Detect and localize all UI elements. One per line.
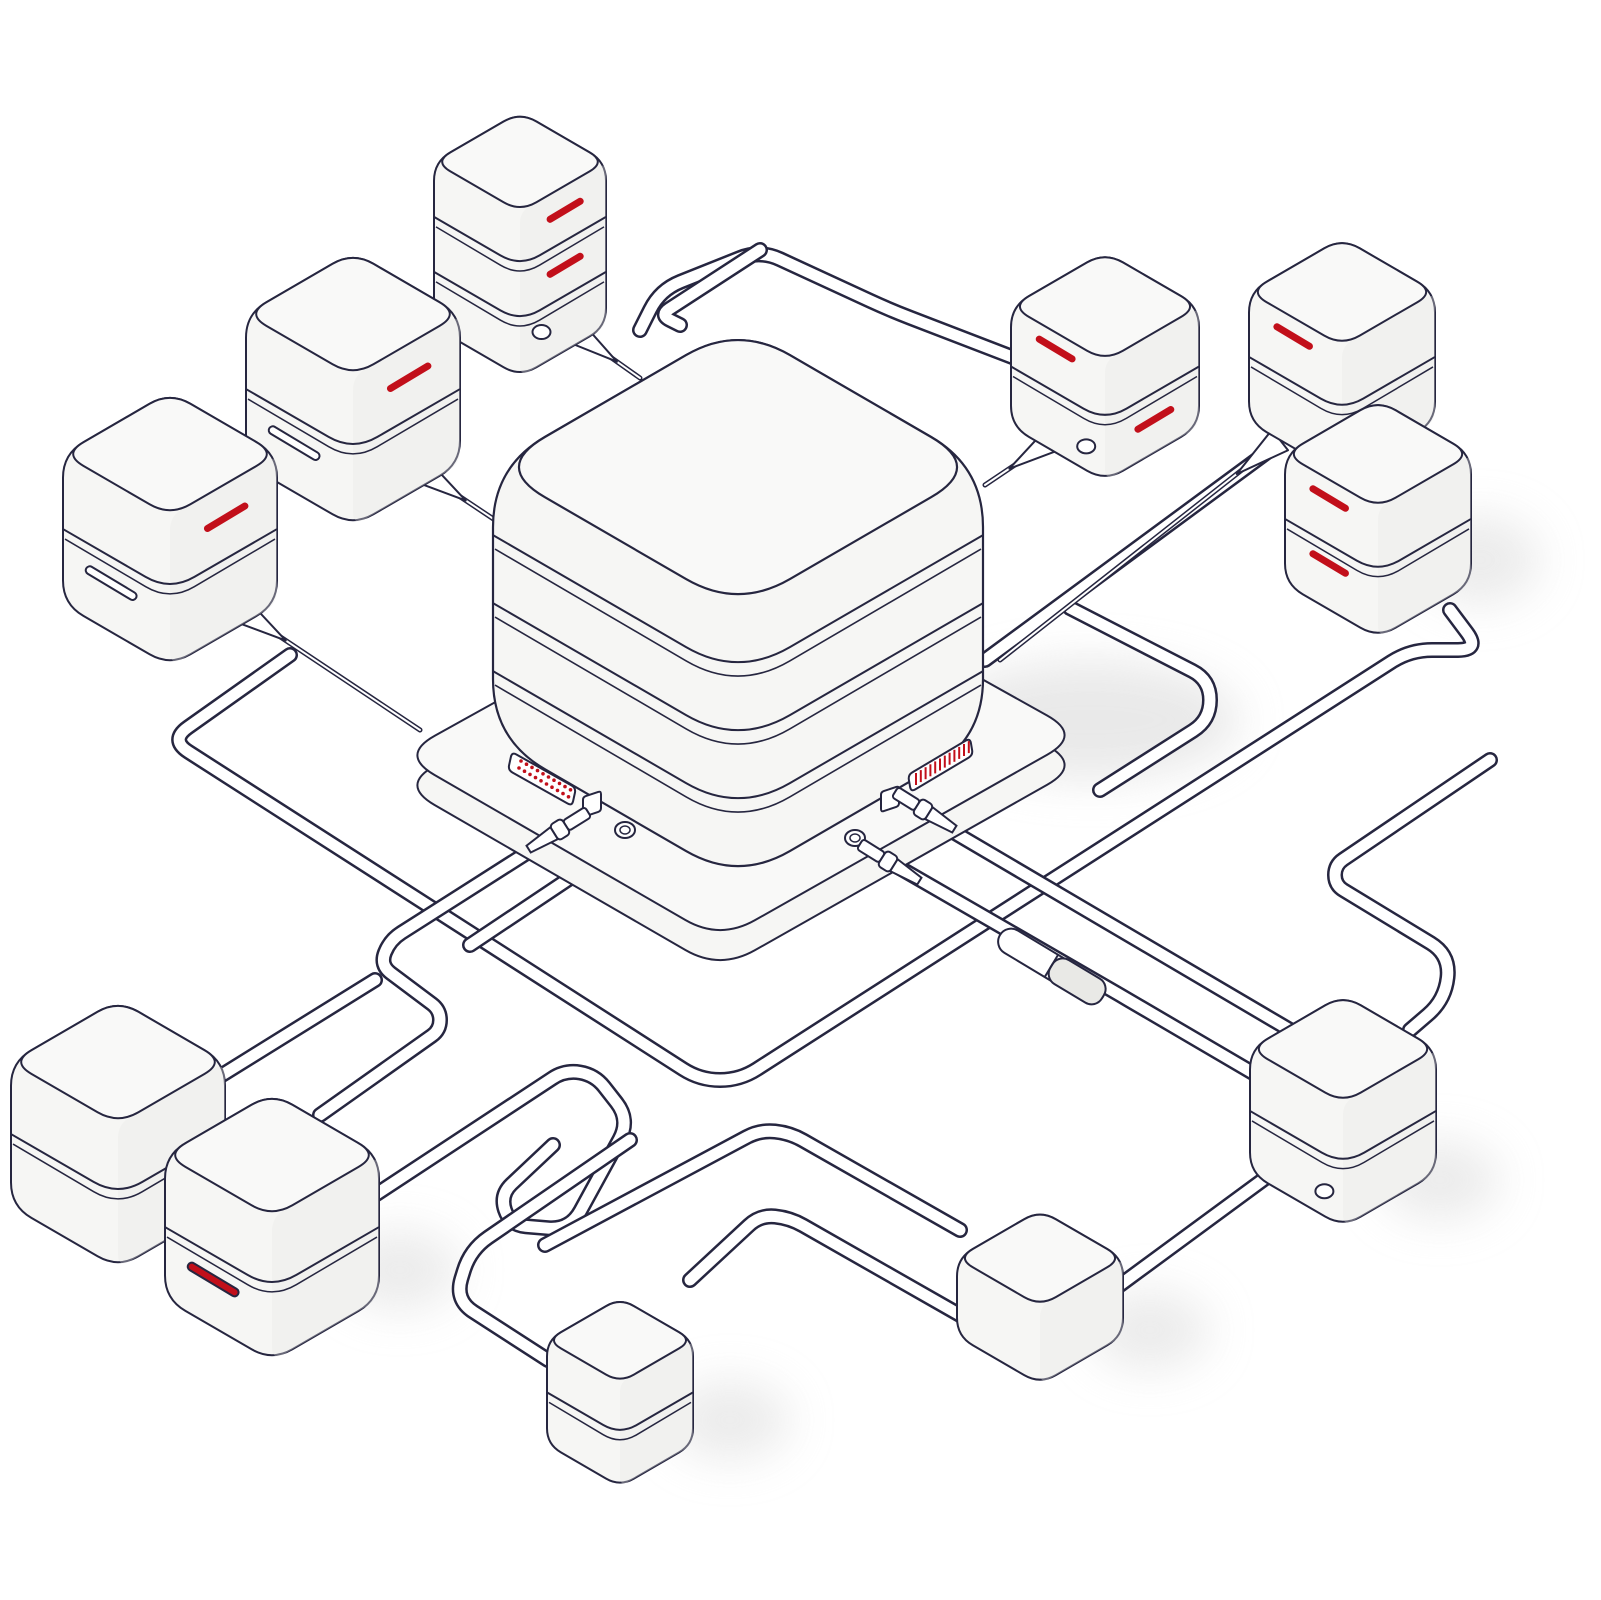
node-bottom-left-a bbox=[10, 1004, 226, 1264]
status-indicator bbox=[1035, 335, 1076, 363]
node-top-right-a bbox=[1010, 256, 1200, 477]
central-server bbox=[416, 339, 1066, 961]
cable-loop-main bbox=[171, 602, 1480, 1088]
vent-port bbox=[907, 738, 974, 792]
cable-bottom-center bbox=[537, 1123, 968, 1253]
node-top-left-a bbox=[433, 115, 607, 374]
port-icon bbox=[1076, 438, 1097, 455]
plug-left bbox=[525, 807, 592, 854]
cable-bottom-right-link bbox=[1112, 1152, 1298, 1293]
central-server-connectors bbox=[507, 738, 1107, 1006]
round-port-right bbox=[844, 829, 866, 847]
node-top-left-b bbox=[245, 256, 461, 522]
cable-bottom-left-hook bbox=[451, 1132, 638, 1368]
server-top bbox=[518, 339, 958, 596]
cable-front-right-2 bbox=[942, 822, 1298, 1038]
cable-adapter bbox=[997, 927, 1107, 1006]
node-bottom-mid bbox=[956, 1213, 1124, 1381]
node-left bbox=[62, 396, 278, 662]
cable-upper-arch-2 bbox=[656, 242, 768, 333]
status-indicator bbox=[546, 252, 584, 278]
cable-right-hook bbox=[1327, 752, 1498, 1038]
node-bottom-right bbox=[1249, 999, 1437, 1223]
status-indicator bbox=[386, 362, 432, 392]
node-bottom-center bbox=[546, 1301, 694, 1484]
status-indicator bbox=[1309, 485, 1349, 512]
cable-front-right bbox=[852, 837, 1273, 1088]
server-nodes bbox=[10, 115, 1472, 1484]
cable-right-loop bbox=[1062, 600, 1218, 798]
cable-bottom-s bbox=[367, 1063, 632, 1237]
node-right bbox=[1284, 404, 1472, 634]
port-icon bbox=[1314, 1183, 1335, 1200]
status-indicator bbox=[1273, 323, 1313, 350]
status-indicator bbox=[203, 502, 249, 532]
wire-node-left bbox=[231, 598, 423, 733]
port-icon bbox=[531, 324, 552, 341]
round-port-left bbox=[614, 821, 636, 839]
plug-right bbox=[891, 787, 958, 834]
plug-right-2 bbox=[856, 839, 923, 886]
status-indicator bbox=[546, 197, 584, 223]
network-cables bbox=[171, 242, 1498, 1368]
wire-node-top-right-b bbox=[997, 428, 1290, 663]
cable-to-bottom-left-a bbox=[214, 972, 383, 1083]
status-indicator bbox=[1134, 406, 1175, 433]
cable-bottom-right bbox=[682, 1208, 968, 1323]
serial-port bbox=[507, 752, 577, 806]
node-bottom-left-b bbox=[164, 1097, 380, 1357]
status-indicator bbox=[1309, 550, 1349, 577]
cable-upper-arch bbox=[632, 246, 1028, 368]
cable-front-left bbox=[312, 827, 563, 1123]
